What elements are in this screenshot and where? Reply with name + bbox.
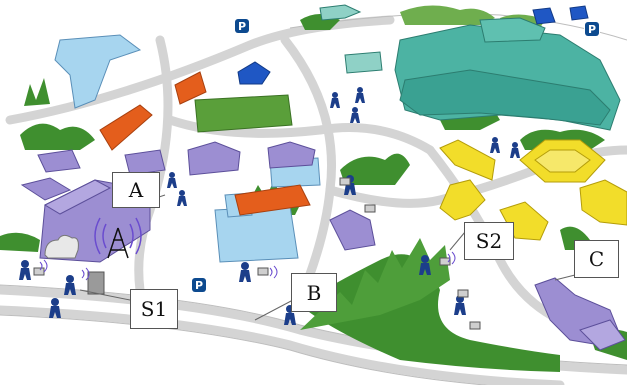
wifi-waves-icon [39, 259, 48, 273]
road-edge-2 [0, 314, 491, 385]
user-icon [355, 87, 365, 103]
trees-south-ridge [300, 238, 450, 330]
road-main-south [0, 305, 565, 385]
lavender-building-b [329, 209, 376, 251]
laptop-icon [469, 321, 481, 330]
lightblue-cross-building [54, 34, 142, 109]
user-icon [49, 298, 61, 318]
user-icon [239, 262, 251, 282]
zone-label-a: A [112, 172, 160, 208]
wifi-waves-icon [447, 251, 456, 265]
server-cloud-icon [44, 234, 105, 295]
laptop-icon [339, 177, 351, 186]
leader-line-b [254, 299, 294, 321]
laptop-icon [439, 257, 451, 266]
antenna-tower-icon [94, 217, 142, 259]
label-leader-lines [79, 194, 576, 321]
orange-building-center [234, 184, 311, 216]
user-icon [177, 190, 187, 206]
buildings-orange [99, 71, 311, 216]
laptop-devices [33, 177, 481, 330]
user-icon [167, 172, 177, 188]
teal-top-block [319, 4, 362, 21]
yellow-building-2 [439, 179, 486, 221]
tower-frame [107, 227, 129, 259]
blue-building-ne-1 [532, 7, 556, 25]
laptop-icon [257, 267, 269, 276]
lavender-small-2 [37, 149, 81, 173]
user-icon [454, 295, 466, 315]
wifi-waves-icon [269, 265, 278, 279]
tower-waves-outer [94, 217, 142, 255]
user-icon [19, 260, 31, 280]
cloud-shape [44, 234, 79, 259]
yellow-building-4 [579, 179, 627, 226]
server-rack-icon [87, 271, 105, 295]
buildings-blue [237, 5, 589, 85]
wifi-waves-icon [81, 267, 90, 281]
laptop-icon [33, 267, 45, 276]
blue-building-ne-2 [569, 5, 589, 21]
buildings-yellow [439, 139, 627, 241]
leader-line-s1 [79, 289, 131, 301]
user-icon [419, 255, 431, 275]
signal-waves [39, 251, 456, 281]
leader-line-s2 [449, 231, 466, 251]
trees-northwest [20, 123, 95, 150]
leader-line-c [554, 274, 576, 281]
laptop-icon [364, 204, 376, 213]
blue-building-center [237, 61, 271, 85]
orange-building-north [174, 71, 207, 105]
teal-small-block [344, 51, 383, 74]
user-icon [330, 92, 340, 108]
lavender-small-1 [20, 177, 72, 201]
parking-icon: P [235, 19, 249, 33]
tree-cluster-1 [24, 78, 50, 106]
zone-label-b: B [291, 273, 337, 312]
yellow-hexagon-roof [534, 149, 591, 173]
user-icon [490, 137, 500, 153]
station-label-s2: S2 [464, 222, 514, 260]
user-icon [350, 107, 360, 123]
building-green [194, 94, 293, 133]
zone-label-c: C [574, 240, 619, 278]
user-icon [64, 275, 76, 295]
station-label-s1: S1 [130, 289, 178, 329]
trees-west [0, 232, 40, 252]
lavender-building-c-wing [579, 319, 626, 351]
tower-waves-inner [102, 223, 134, 249]
yellow-building-1 [439, 139, 496, 181]
teal-complex-front [399, 69, 611, 126]
lavender-house-1 [187, 141, 241, 176]
trees-central [340, 153, 410, 185]
parking-icon: P [585, 22, 599, 36]
parking-icon: P [192, 278, 206, 292]
lavender-small-3 [124, 149, 166, 176]
lavender-house-2 [267, 141, 316, 169]
laptop-icon [457, 289, 469, 298]
orange-building-west [99, 104, 153, 151]
lavender-main-roof [43, 179, 112, 215]
mobile-users [19, 87, 520, 325]
user-icon [510, 142, 520, 158]
building-teal-complex [319, 4, 621, 131]
trees-north-east [400, 5, 495, 26]
teal-tower [479, 17, 546, 43]
